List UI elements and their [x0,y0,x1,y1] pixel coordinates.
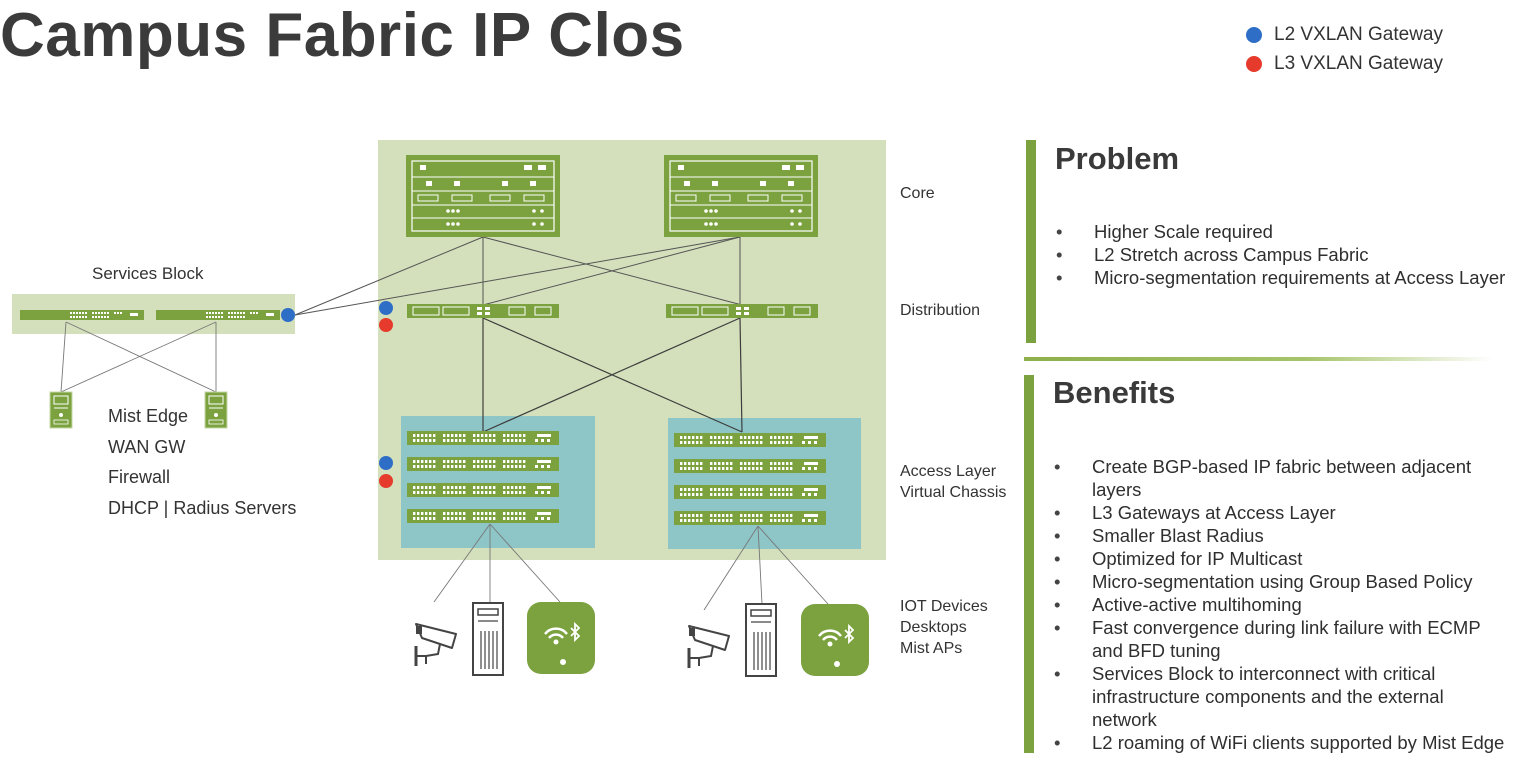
distribution-switch-2 [665,303,819,319]
services-block-label: Services Block [92,264,204,283]
l3-gateway-dot-icon [1246,56,1262,72]
core-distribution-links [294,236,743,316]
page-title: Campus Fabric IP Clos [0,1,685,70]
benefits-item: Services Block to interconnect with crit… [1054,662,1506,731]
problem-item: L2 Stretch across Campus Fabric [1056,243,1534,266]
problem-accent-bar [1026,140,1036,343]
desktop-tower-icon [472,602,504,676]
services-item-dhcp-radius: DHCP | Radius Servers [108,498,297,518]
services-item-firewall: Firewall [108,467,171,487]
legend-l2-label: L2 VXLAN Gateway [1274,24,1443,45]
access-switch-right-4 [674,511,826,525]
access-switch-left-2 [407,457,559,471]
security-camera-icon [687,624,731,670]
layer-label-endpoints-2: Desktops [900,619,967,636]
section-divider [1024,357,1494,361]
distribution-l3-gateway-dot-icon [379,318,393,332]
distribution-switch-1 [406,303,560,319]
problem-item: Higher Scale required [1056,220,1534,243]
problem-heading: Problem [1055,141,1180,176]
benefits-item: Create BGP-based IP fabric between adjac… [1054,455,1506,501]
benefits-item: Smaller Blast Radius [1054,524,1506,547]
distribution-l2-gateway-dot-icon [379,301,393,315]
services-server-1-icon [49,391,73,429]
benefits-item: L2 roaming of WiFi clients supported by … [1054,731,1506,754]
access-switch-left-1 [407,431,559,445]
layer-label-distribution: Distribution [900,302,981,319]
services-item-mist-edge: Mist Edge [108,406,189,426]
services-switch-1 [20,310,144,320]
problem-item: Micro-segmentation requirements at Acces… [1056,266,1534,289]
layer-label-access-1: Access Layer [900,463,997,480]
benefits-item: Active-active multihoming [1054,593,1506,616]
legend-l3-label: L3 VXLAN Gateway [1274,53,1443,74]
benefits-accent-bar [1024,375,1034,753]
legend-l3-gateway: L3 VXLAN Gateway [1246,53,1443,75]
access-l2-gateway-dot-icon [379,456,393,470]
benefits-item: L3 Gateways at Access Layer [1054,501,1506,524]
legend-l2-gateway: L2 VXLAN Gateway [1246,24,1443,46]
services-block-links [60,321,217,393]
access-l3-gateway-dot-icon [379,474,393,488]
l2-gateway-dot-icon [1246,27,1262,43]
security-camera-icon [414,622,458,668]
desktop-tower-icon [745,603,777,677]
access-switch-left-3 [407,483,559,497]
fabric-diagram [12,140,886,678]
layer-label-access-2: Virtual Chassis [900,484,1007,501]
layer-label-endpoints-1: IOT Devices [900,598,988,615]
distribution-access-links [482,317,743,433]
services-item-wan-gw: WAN GW [108,437,186,457]
benefits-item: Fast convergence during link failure wit… [1054,616,1506,662]
access-switch-right-2 [674,459,826,473]
access-switch-left-4 [407,509,559,523]
access-endpoint-links [433,523,829,611]
services-switch-2 [156,310,280,320]
access-switch-right-1 [674,433,826,447]
access-switch-right-3 [674,485,826,499]
problem-list: Higher Scale required L2 Stretch across … [1056,220,1534,289]
benefits-heading: Benefits [1053,375,1176,410]
services-l2-gateway-dot-icon [281,308,295,322]
benefits-list: Create BGP-based IP fabric between adjac… [1054,455,1506,754]
benefits-item: Micro-segmentation using Group Based Pol… [1054,570,1506,593]
wifi-bluetooth-access-point-icon [799,602,871,678]
wifi-bluetooth-access-point-icon [525,600,597,676]
layer-label-core: Core [900,185,935,202]
benefits-item: Optimized for IP Multicast [1054,547,1506,570]
services-server-2-icon [204,391,228,429]
core-switch-2 [663,154,819,238]
layer-label-endpoints-3: Mist APs [900,640,963,657]
core-switch-1 [405,154,561,238]
